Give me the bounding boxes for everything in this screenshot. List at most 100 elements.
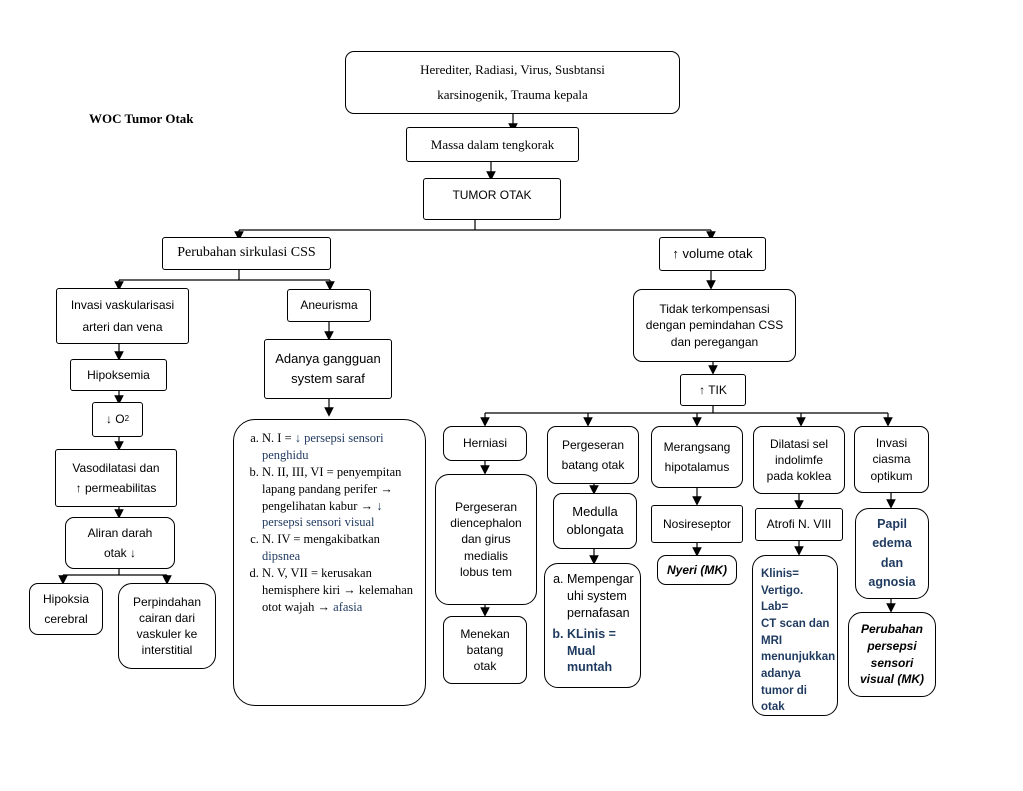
diencephalon-box: Pergeseran diencephalon dan girus medial… (435, 474, 537, 605)
clinical-line-7: tumor di (761, 684, 807, 697)
cause-line-2: karsinogenik, Trauma kepala (437, 87, 588, 102)
nociceptor-box: Nosireseptor (651, 505, 743, 543)
fluid-line-1: Perpindahan (132, 594, 202, 609)
fluid-line-4: interstitial (141, 643, 193, 658)
perc-line-2: persepsi (867, 638, 917, 653)
hypothalamus-box: Merangsang hipotalamus (651, 426, 743, 488)
vaso-box: Vasodilatasi dan ↑ permeabilitas (55, 449, 177, 507)
css-change-box: Perubahan sirkulasi CSS (162, 237, 331, 270)
vascular-line-2: arteri dan vena (82, 319, 163, 334)
nerve-item-d: N. V, VII = kerusakan hemisphere kiri → … (262, 565, 417, 616)
hypo-line-1: Merangsang (663, 440, 731, 455)
shift-line-2: batang otak (561, 457, 625, 472)
dien-line-4: medialis (463, 548, 508, 563)
fluid-line-3: vaskuler ke (136, 627, 198, 641)
clinical-line-1: Klinis= (761, 568, 800, 580)
nerve-item-c: N. IV = mengakibatkan dipsnea (262, 531, 417, 565)
hypo-line-2: hipotalamus (664, 459, 730, 474)
papil-box: Papil edema dan agnosia (855, 508, 929, 599)
hypoxia-line-2: cerebral (44, 611, 88, 626)
dien-line-2: diencephalon (450, 516, 522, 531)
press-box: Menekan batang otak (443, 616, 527, 684)
invasion-line-2: ciasma (872, 452, 911, 467)
nerve-item-b: N. II, III, VI = penyempitan lapang pand… (262, 464, 417, 532)
clinical-line-3: CT scan dan (761, 618, 830, 631)
tik-box: ↑ TIK (680, 374, 746, 406)
pain-box: Nyeri (MK) (657, 555, 737, 585)
nerve-disorder-box: Adanya gangguan system saraf (264, 339, 392, 399)
mass-box: Massa dalam tengkorak (406, 127, 579, 162)
clinical-line-2: Vertigo. Lab= (761, 584, 804, 614)
nerve-line-1: Adanya gangguan (275, 351, 381, 367)
dien-line-1: Pergeseran (454, 500, 518, 515)
dilat-line-2: indolimfe (774, 452, 824, 467)
blood-line-2: otak ↓ (103, 545, 136, 560)
nerve-item-a: N. I = ↓ persepsi sensori penghidu (262, 430, 417, 464)
vaso-line-1: Vasodilatasi dan (72, 460, 160, 475)
uncompensated-box: Tidak terkompensasi dengan pemindahan CS… (633, 289, 796, 362)
cause-line-1: Herediter, Radiasi, Virus, Susbtansi (420, 62, 605, 78)
medulla-item-a: Mempengaruhi system pernafasan (567, 571, 636, 622)
hypoxia-box: Hipoksia cerebral (29, 583, 103, 635)
clinical-box: Klinis= Vertigo. Lab= CT scan dan MRI me… (752, 555, 838, 716)
clinical-line-4: MRI (761, 634, 783, 647)
clinical-line-5: menunjukkan (761, 651, 836, 664)
invasion-line-3: optikum (870, 468, 913, 483)
dien-line-3: dan girus (461, 532, 511, 547)
press-line-2: batang (466, 642, 504, 657)
medulla-line-2: oblongata (566, 522, 624, 537)
dilatation-box: Dilatasi sel indolimfe pada koklea (753, 426, 845, 494)
cause-box: Herediter, Radiasi, Virus, Susbtansi kar… (345, 51, 680, 114)
press-line-3: otak (473, 659, 497, 674)
hypoxemia-box: Hipoksemia (70, 359, 167, 391)
fluid-line-2: cairan dari (138, 610, 196, 625)
perc-line-1: Perubahan (860, 621, 923, 636)
blood-line-1: Aliran darah (87, 526, 153, 541)
tumor-box: TUMOR OTAK (423, 178, 561, 220)
clinical-line-6: adanya (761, 668, 801, 681)
papil-line-4: agnosia (868, 574, 916, 589)
herniation-box: Herniasi (443, 426, 527, 461)
perc-line-3: sensori (870, 655, 914, 670)
hypoxia-line-1: Hipoksia (42, 592, 90, 607)
uncomp-line-1: Tidak terkompensasi (659, 302, 770, 317)
perc-line-4: visual (MK) (859, 672, 924, 687)
uncomp-line-3: dan peregangan (670, 334, 759, 349)
o2-label: ↓ O (105, 412, 125, 427)
nerve-list-box: N. I = ↓ persepsi sensori penghidu N. II… (233, 419, 426, 706)
medulla-line-1: Medulla (572, 504, 618, 520)
o2-subscript: 2 (124, 414, 130, 424)
papil-line-2: edema (872, 536, 912, 551)
dien-line-5: lobus tem (459, 564, 513, 579)
invasion-box: Invasi ciasma optikum (854, 426, 929, 493)
invasion-line-1: Invasi (875, 436, 908, 451)
medulla-list: Mempengaruhi system pernafasan KLinis = … (545, 571, 636, 676)
nerve-list: N. I = ↓ persepsi sensori penghidu N. II… (234, 430, 417, 616)
blood-flow-box: Aliran darah otak ↓ (65, 517, 175, 569)
nerve-line-2: system saraf (291, 371, 365, 386)
papil-line-1: Papil (877, 516, 907, 531)
vaso-line-2: ↑ permeabilitas (75, 481, 157, 495)
papil-line-3: dan (880, 555, 904, 570)
uncomp-line-2: dengan pemindahan CSS (645, 318, 784, 333)
medulla-item-b: KLinis = Mual muntah (567, 626, 636, 677)
medulla-box: Medulla oblongata (553, 493, 637, 549)
fluid-box: Perpindahan cairan dari vaskuler ke inte… (118, 583, 216, 669)
perception-box: Perubahan persepsi sensori visual (MK) (848, 612, 936, 697)
diagram-title: WOC Tumor Otak (89, 111, 194, 126)
shift-line-1: Pergeseran (561, 438, 625, 453)
clinical-line-8: otak (761, 701, 785, 714)
brainstem-shift-box: Pergeseran batang otak (547, 426, 639, 484)
vascular-box: Invasi vaskularisasi arteri dan vena (56, 288, 189, 344)
press-line-1: Menekan (460, 626, 510, 641)
volume-box: ↑ volume otak (659, 237, 766, 271)
medulla-list-box: Mempengaruhi system pernafasan KLinis = … (544, 563, 641, 688)
dilat-line-3: pada koklea (766, 469, 832, 484)
vascular-line-1: Invasi vaskularisasi (70, 298, 175, 313)
atrophy-box: Atrofi N. VIII (755, 508, 843, 541)
aneurysm-box: Aneurisma (287, 289, 371, 322)
dilat-line-1: Dilatasi sel (769, 436, 829, 451)
